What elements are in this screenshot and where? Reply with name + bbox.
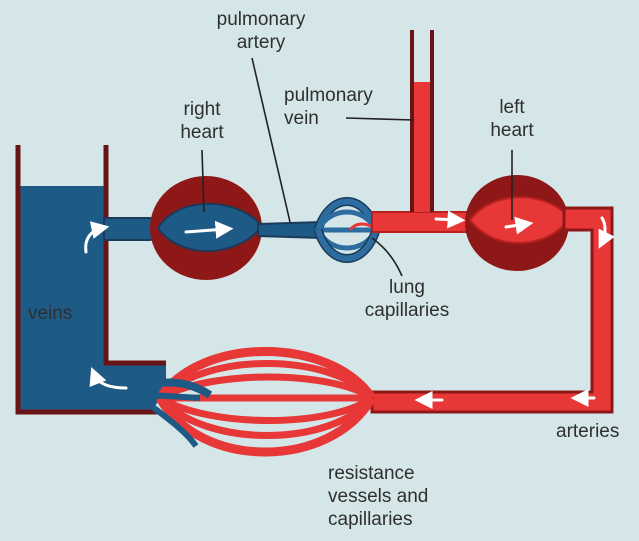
label-arteries: arteries: [556, 420, 619, 443]
pulmonary-vein-column: [412, 30, 432, 212]
venous-reservoir: [18, 145, 166, 412]
right-heart-shape: [150, 176, 262, 280]
label-lung-capillaries: lung capillaries: [352, 276, 462, 322]
pulmonary-vein-tube: [372, 212, 470, 232]
label-left-heart: left heart: [480, 96, 544, 142]
label-resistance-vessels: resistance vessels and capillaries: [328, 462, 428, 531]
label-pulmonary-artery: pulmonary artery: [205, 8, 317, 54]
label-veins: veins: [28, 302, 72, 325]
label-pulmonary-vein: pulmonary vein: [284, 84, 373, 130]
lung-capillaries-shape: [318, 202, 376, 259]
lung-capillaries-leader: [372, 238, 402, 276]
label-right-heart: right heart: [170, 98, 234, 144]
pulmonary-artery-tube: [258, 222, 322, 238]
resistance-vessels-shape: [150, 352, 372, 453]
pulmonary-artery-leader: [252, 58, 290, 222]
flow-arrow-icon: [436, 219, 458, 220]
left-heart-shape: [465, 175, 570, 271]
